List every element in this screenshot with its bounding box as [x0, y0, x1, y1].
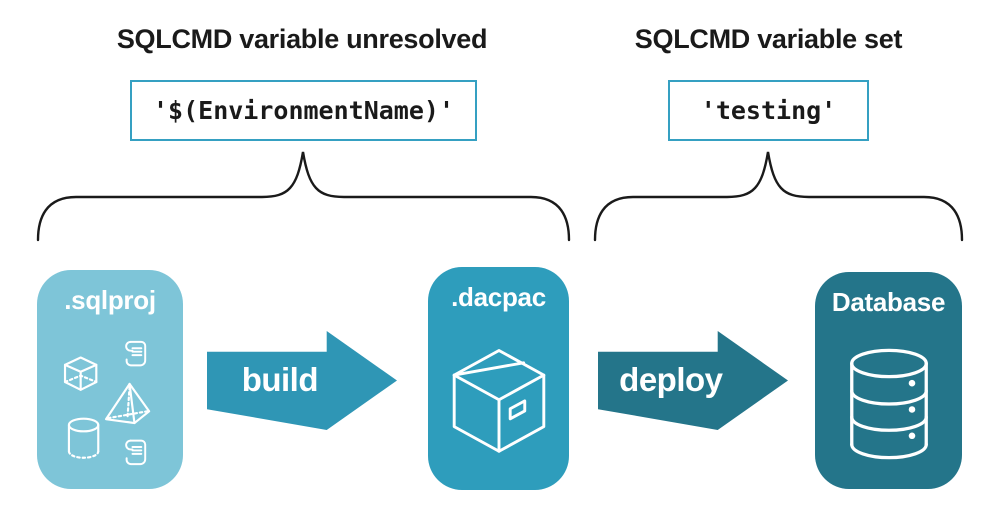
build-arrow-label: build [241, 361, 319, 399]
cube-icon [63, 355, 98, 391]
heading-sqlcmd-unresolved: SQLCMD variable unresolved [116, 24, 488, 54]
db-dot [908, 379, 915, 386]
database-label: Database [831, 287, 946, 317]
left-brace [36, 151, 571, 242]
resolved-value-box: 'testing' [668, 80, 869, 141]
sqlproj-label: .sqlproj [64, 285, 156, 315]
db-dot [908, 405, 915, 413]
unresolved-value-box: '$(EnvironmentName)' [130, 80, 477, 141]
pyramid-icon [105, 382, 151, 424]
script-scroll-icon [125, 340, 147, 366]
environment-variable-value: '$(EnvironmentName)' [152, 96, 455, 125]
db-dot [908, 431, 915, 439]
testing-value: 'testing' [700, 96, 837, 125]
sql-objects-icon [63, 340, 151, 465]
deploy-arrow-label: deploy [619, 361, 723, 399]
right-brace [593, 151, 964, 242]
script-scroll-icon [125, 439, 147, 465]
sqlproj-card: .sqlproj [37, 270, 183, 489]
dacpac-card: .dacpac [428, 267, 569, 490]
dacpac-label: .dacpac [451, 282, 546, 312]
package-icon [452, 348, 545, 453]
cylinder-icon [67, 417, 100, 459]
database-icon [849, 348, 928, 459]
database-card: Database [815, 272, 962, 489]
heading-sqlcmd-set: SQLCMD variable set [634, 24, 903, 54]
